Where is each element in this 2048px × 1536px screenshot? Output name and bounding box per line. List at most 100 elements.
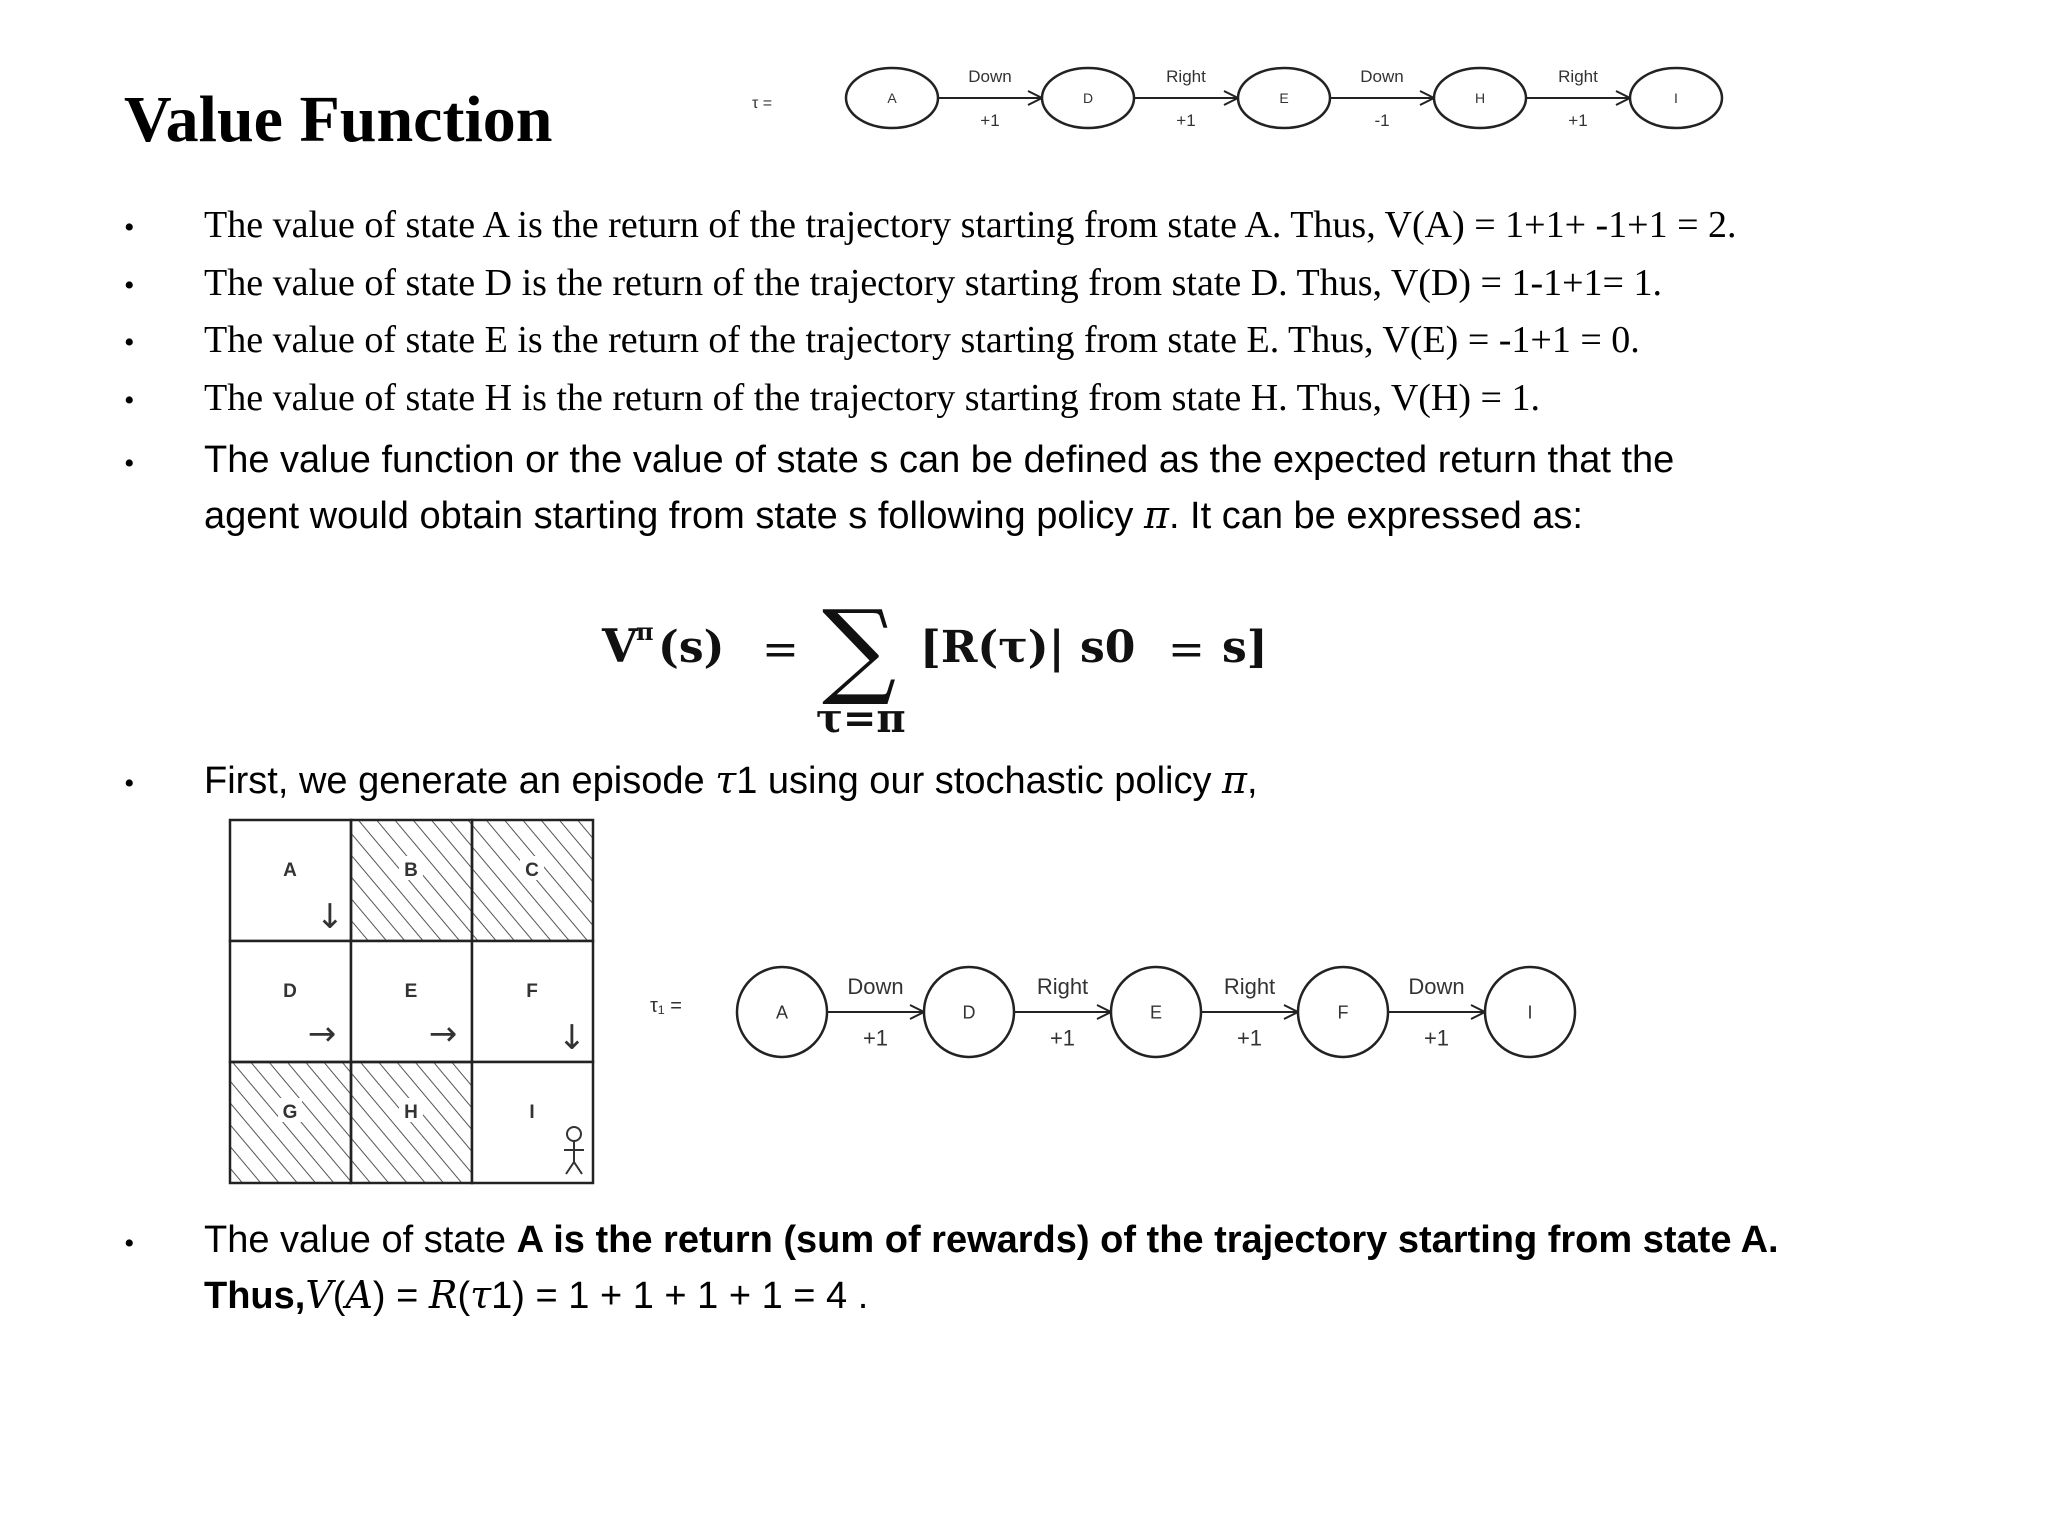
- grid-cell-label: B: [404, 860, 418, 881]
- formula-equals: =: [762, 624, 799, 675]
- value-line-e: The value of state E is the return of th…: [204, 319, 1640, 361]
- state-node-label: D: [963, 1002, 976, 1022]
- pi-symbol: π: [1143, 493, 1169, 537]
- reward-label: +1: [1050, 1025, 1075, 1050]
- grid-cell-label: F: [526, 981, 538, 1002]
- tau-symbol: τ: [715, 758, 737, 802]
- conclusion-text: The value of state: [204, 1219, 517, 1261]
- formula-lhs: V: [601, 619, 639, 673]
- reward-label: +1: [1424, 1025, 1449, 1050]
- reward-label: +1: [1568, 111, 1587, 130]
- reward-label: +1: [980, 111, 999, 130]
- state-node: [1628, 66, 1724, 130]
- math-r: R: [428, 1273, 458, 1317]
- definition-line-2: agent would obtain starting from state s…: [204, 488, 1948, 543]
- state-node-label: I: [1527, 1002, 1532, 1022]
- math-eq: ) =: [372, 1275, 429, 1317]
- bullet: •: [124, 326, 135, 359]
- grid-cell-label: A: [283, 860, 297, 881]
- bullet: •: [124, 447, 135, 480]
- state-node-label: H: [1475, 90, 1485, 106]
- reward-label: +1: [863, 1025, 888, 1050]
- episode-text: ,: [1247, 760, 1258, 802]
- conclusion-line-1: The value of state A is the return (sum …: [204, 1213, 1948, 1267]
- grid-cell: [470, 939, 595, 1064]
- formula-sum: ∑: [822, 587, 896, 709]
- action-label: Down: [968, 67, 1011, 86]
- reward-label: +1: [1176, 111, 1195, 130]
- action-label: Down: [1360, 67, 1403, 86]
- trajectory-bottom-diagram: τ₁ = A Down +1 D Right +1 E Right +1 F Down +1 I: [650, 965, 1577, 1059]
- grid-cell: [228, 1060, 353, 1185]
- state-node-label: D: [1083, 90, 1093, 106]
- grid-cell-label: G: [283, 1102, 298, 1123]
- bullet: •: [124, 384, 135, 417]
- bullet: •: [124, 1227, 135, 1260]
- math-rest: 1) = 1 + 1 + 1 + 1 = 4 .: [491, 1275, 869, 1317]
- episode-line: First, we generate an episode τ1 using o…: [204, 753, 1948, 808]
- state-node-label: I: [1674, 90, 1678, 106]
- formula-subscript: τ=π: [816, 695, 906, 742]
- action-label: Down: [1408, 974, 1464, 999]
- arrow-right-icon: →: [429, 1014, 458, 1054]
- episode-text: 1 using our stochastic policy: [736, 760, 1223, 802]
- arrow-down-icon: ↓: [316, 897, 345, 937]
- formula-lhs-arg: (s): [658, 622, 724, 673]
- reward-label: -1: [1374, 111, 1389, 130]
- conclusion-line-2: Thus,V(A) = R(τ1) = 1 + 1 + 1 + 1 = 4 .: [204, 1268, 1948, 1323]
- formula-body: [R(τ)| s0: [920, 622, 1135, 673]
- math-paren: (: [457, 1275, 471, 1317]
- conclusion-thus: Thus,: [204, 1275, 306, 1317]
- state-node-label: F: [1338, 1002, 1349, 1022]
- reward-label: +1: [1237, 1025, 1262, 1050]
- cell-label-bg: [399, 1098, 423, 1122]
- cell-label-bg: [399, 856, 423, 880]
- action-label: Right: [1224, 974, 1275, 999]
- definition-text: . It can be expressed as:: [1168, 495, 1583, 537]
- grid-cell: [349, 818, 474, 943]
- pi-symbol: π: [1222, 758, 1248, 802]
- state-node-label: E: [1279, 90, 1288, 106]
- value-line-a: The value of state A is the return of th…: [204, 204, 1737, 246]
- value-function-formula: V π (s) = ∑ [R(τ)| s0 = s] τ=π: [601, 587, 1268, 742]
- grid-cell: [228, 939, 353, 1064]
- grid-cell-label: C: [525, 860, 539, 881]
- action-label: Right: [1166, 67, 1206, 86]
- formula-lhs-superscript: π: [636, 617, 654, 646]
- conclusion-bold-text: A is the return (sum of rewards) of the …: [516, 1219, 1779, 1261]
- cell-label-bg: [278, 1098, 302, 1122]
- math-a: A: [345, 1273, 373, 1317]
- definition-line-1: The value function or the value of state…: [204, 439, 1675, 481]
- grid-cell-label: I: [529, 1102, 534, 1123]
- grid-cell-label: E: [405, 981, 418, 1002]
- person-icon: [564, 1126, 584, 1175]
- grid-cell: [349, 1060, 474, 1185]
- value-line-d: The value of state D is the return of th…: [204, 262, 1662, 304]
- math-v: V: [305, 1273, 333, 1317]
- bullet: •: [124, 211, 135, 244]
- grid-cell: [228, 818, 353, 943]
- tau-symbol: τ: [470, 1273, 492, 1317]
- state-node-label: A: [887, 90, 897, 106]
- action-label: Down: [847, 974, 903, 999]
- arrow-down-icon: ↓: [558, 1018, 587, 1058]
- state-node-label: E: [1150, 1002, 1162, 1022]
- arrow-right-icon: →: [308, 1014, 337, 1054]
- episode-text: First, we generate an episode: [204, 760, 716, 802]
- trajectory-bottom-label: τ₁ =: [650, 995, 682, 1017]
- action-label: Right: [1558, 67, 1598, 86]
- action-label: Right: [1037, 974, 1088, 999]
- state-node-label: A: [776, 1002, 788, 1022]
- definition-text: agent would obtain starting from state s…: [204, 495, 1144, 537]
- trajectory-top-label: τ =: [752, 95, 772, 112]
- math-paren: (: [332, 1275, 346, 1317]
- trajectory-top-diagram: τ = A Down +1 D Right +1 E Down -1 H Right +1 I: [752, 66, 1724, 130]
- cell-label-bg: [520, 856, 544, 880]
- formula-rhs: s]: [1222, 622, 1268, 673]
- value-line-h: The value of state H is the return of th…: [204, 377, 1540, 419]
- grid-cell-label: H: [404, 1102, 418, 1123]
- state-node: [1483, 965, 1577, 1059]
- formula-equals-2: =: [1168, 624, 1205, 675]
- bullet: •: [124, 269, 135, 302]
